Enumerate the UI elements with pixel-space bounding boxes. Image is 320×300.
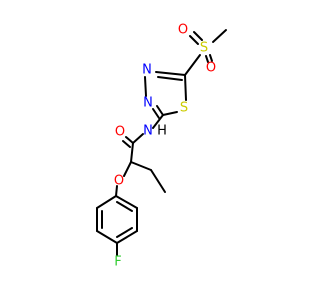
atom-sulfonyl-o2: O (206, 61, 216, 76)
bond-carbonyl-a (125, 136, 134, 144)
atom-ring-n3: N (143, 96, 153, 111)
bond-ring-s1-c5 (184, 74, 187, 101)
atom-ether-o: O (114, 174, 124, 189)
atom-sulfonyl-o1: O (178, 23, 188, 38)
bond-aryl-6 (115, 195, 138, 209)
atom-carbonyl-o: O (115, 125, 125, 140)
bond-ring-c2-s1 (162, 111, 178, 116)
atom-sulfonyl-s: S (200, 41, 208, 56)
bond-ring-amide-n (152, 114, 164, 129)
bond-carbonyl-b (122, 140, 131, 148)
bond-ring-n4-n3 (144, 76, 147, 97)
bond-aryl-4-inner (116, 227, 133, 238)
bond-ether-o-aryl (115, 185, 118, 197)
bond-aryl-6-inner (116, 201, 133, 212)
bond-aryl-3 (96, 230, 118, 244)
bond-carbonyl-alpha (130, 142, 134, 163)
bond-sulfonyl-o2-b (209, 54, 213, 62)
bond-sulfonyl-o2-a (205, 55, 209, 63)
atom-amide-h: H (157, 124, 167, 139)
atom-ring-n4: N (142, 63, 152, 78)
bond-amide-n-carbonyl-c (132, 133, 144, 144)
bond-ethyl-2 (150, 169, 166, 193)
bond-sulfonyl-o1-b (193, 31, 203, 41)
bond-ring-n3-c2-b (152, 108, 160, 119)
bond-ring-n3-c2-a (156, 105, 164, 116)
atom-ring-s1: S (180, 101, 188, 116)
bond-alpha-ether-o (123, 161, 132, 177)
molecule-structure-diagram: S O O N N S N H O O F (96, 23, 227, 270)
bond-ring-c5-n4-a (155, 71, 186, 76)
bond-ring-c5-n4-b (157, 76, 183, 81)
bond-alpha-ethyl-1 (130, 161, 152, 171)
atom-fluorine: F (114, 255, 121, 270)
bond-aryl-4 (116, 230, 138, 244)
bond-aryl-1 (96, 195, 117, 209)
bond-sulfonyl-o1-a (189, 35, 199, 45)
bond-sulfonyl-ring (184, 54, 201, 76)
atom-amide-n: N (143, 124, 153, 139)
bond-methyl-sulfonyl (212, 29, 227, 43)
